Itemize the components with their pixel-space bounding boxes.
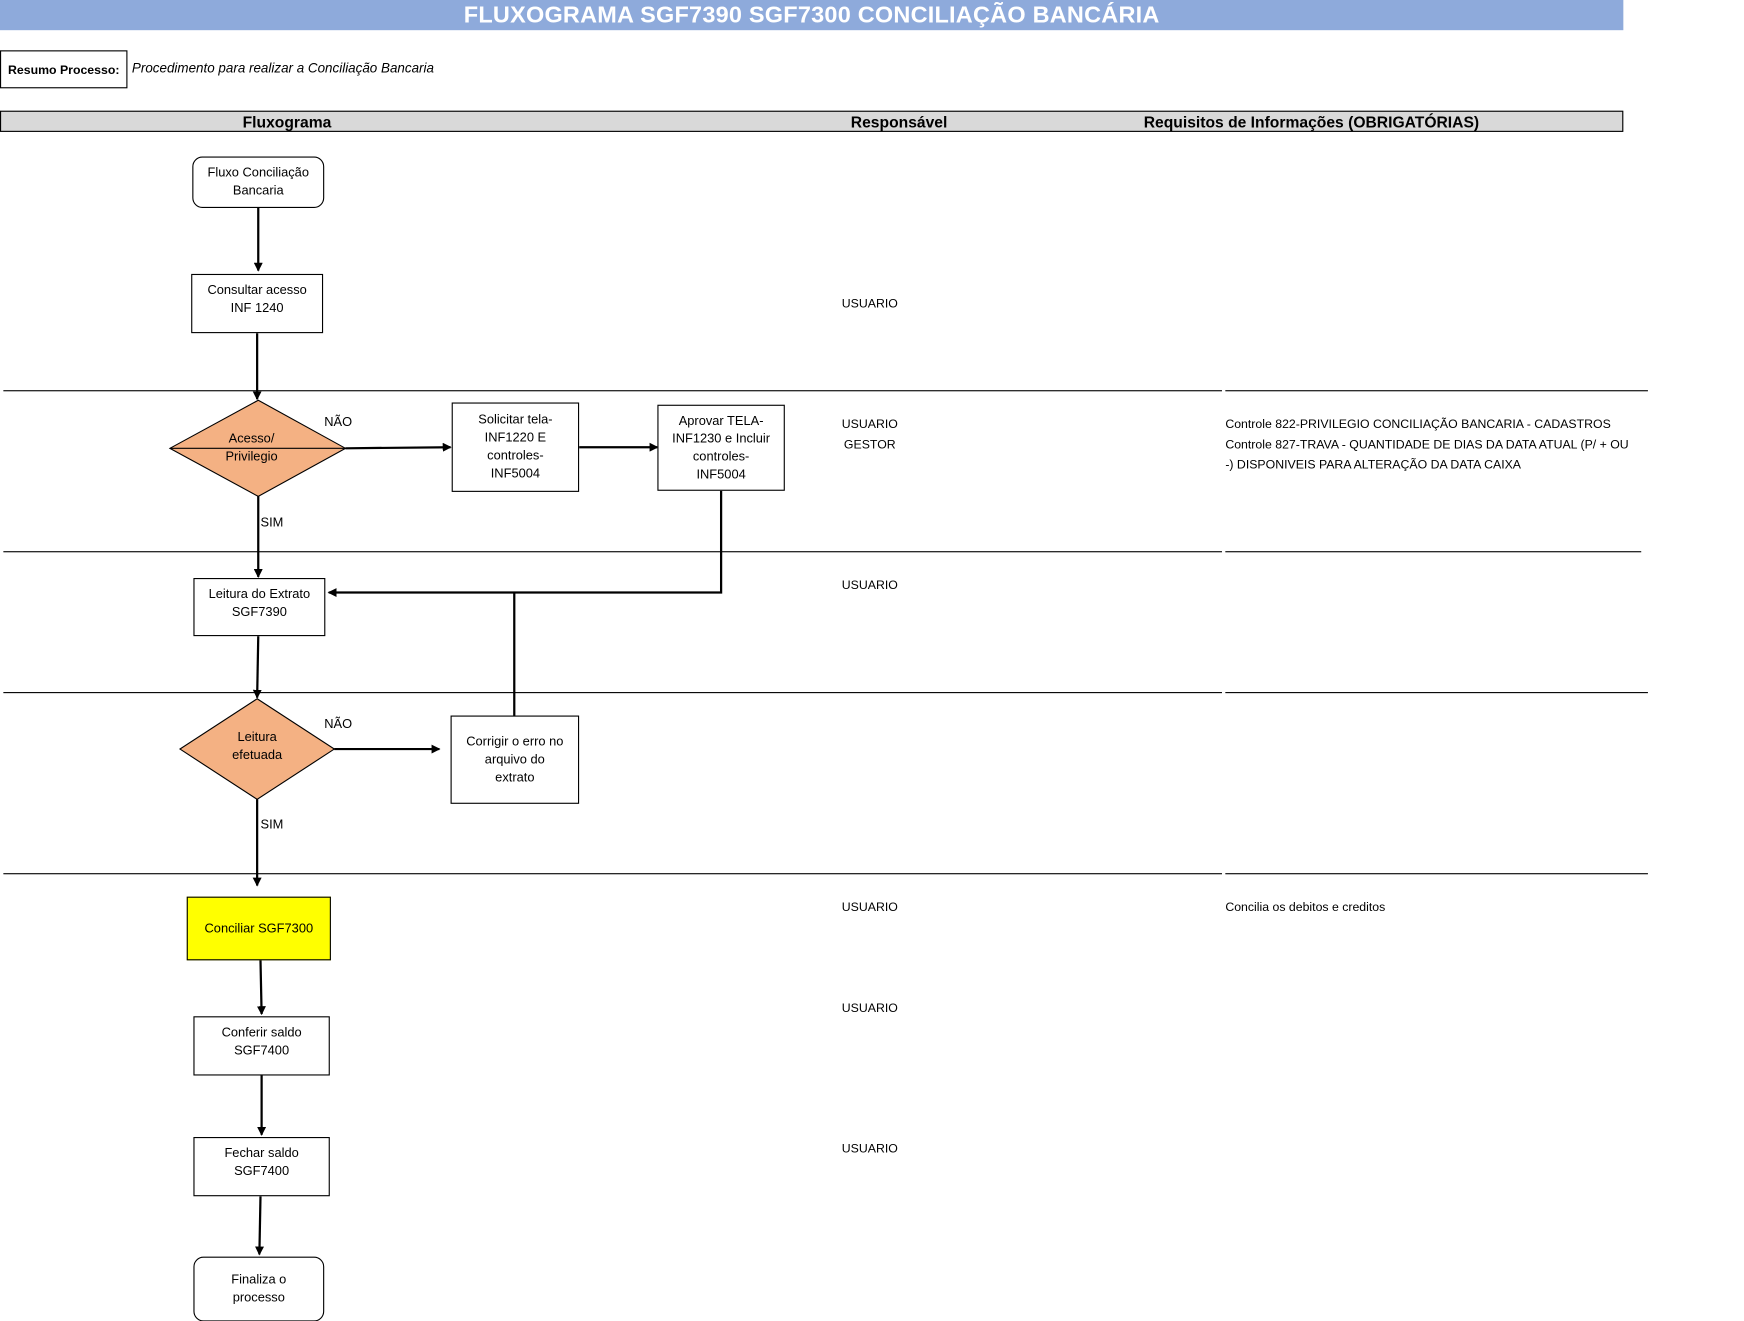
requisito-acesso: Controle 822-PRIVILEGIO CONCILIAÇÃO BANC…	[1225, 418, 1629, 472]
arrow-fechar-to-end	[255, 1196, 264, 1256]
requisito-conciliar: Concilia os debitos e creditos	[1225, 901, 1386, 915]
resumo-label: Resumo Processo:	[0, 50, 128, 89]
node-consultar-acesso: Consultar acesso INF 1240	[191, 273, 324, 334]
decision-acesso-label: Acesso/ Privilegio	[225, 432, 278, 464]
responsavel-leitura: USUARIO	[841, 579, 898, 593]
lane-divider	[3, 692, 1222, 694]
arrow-conciliar-to-conferir	[256, 960, 266, 1016]
column-header-fluxograma: Fluxograma	[242, 112, 332, 131]
node-end: Finaliza o processo	[193, 1256, 325, 1321]
lane-divider	[1225, 873, 1648, 875]
page-title: FLUXOGRAMA SGF7390 SGF7300 CONCILIAÇÃO B…	[0, 0, 1624, 31]
node-solicitar-tela: Solicitar tela- INF1220 E controles- INF…	[451, 402, 580, 492]
column-header-row: Fluxograma Responsável Requisitos de Inf…	[0, 110, 1624, 132]
lane-divider	[1225, 390, 1648, 392]
lane-divider	[3, 873, 1222, 875]
arrow-leitura-to-decision	[252, 636, 262, 699]
lane-divider	[1225, 692, 1648, 694]
node-leitura-extrato: Leitura do Extrato SGF7390	[193, 578, 326, 637]
arrow-decision-nao-to-solicitar	[345, 442, 452, 452]
lane-divider	[3, 390, 1222, 392]
edge-label-sim: SIM	[260, 818, 284, 832]
decision-leitura-diamond	[178, 698, 336, 801]
lane-divider	[1225, 551, 1642, 553]
responsavel-acesso: USUARIO GESTOR	[841, 418, 898, 452]
node-conciliar: Conciliar SGF7300	[186, 896, 331, 961]
lane-divider	[3, 551, 1222, 553]
responsavel-fechar: USUARIO	[841, 1142, 898, 1157]
arrow-aprovar-to-leitura	[327, 490, 723, 598]
edge-label-sim: SIM	[260, 516, 284, 530]
resumo-text: Procedimento para realizar a Conciliação…	[131, 60, 434, 77]
responsavel-consultar: USUARIO	[841, 297, 898, 311]
edge-label-nao: NÃO	[324, 717, 353, 732]
node-corrigir-erro: Corrigir o erro no arquivo do extrato	[450, 715, 580, 804]
node-start: Fluxo Conciliação Bancaria	[192, 156, 325, 208]
node-fechar-saldo: Fechar saldo SGF7400	[193, 1137, 330, 1197]
column-header-responsavel: Responsável	[850, 112, 948, 131]
column-header-requisitos: Requisitos de Informações (OBRIGATÓRIAS)	[1143, 112, 1480, 131]
node-conferir-saldo: Conferir saldo SGF7400	[193, 1016, 330, 1076]
responsavel-conciliar: USUARIO	[841, 901, 898, 915]
edge-label-nao: NÃO	[324, 415, 353, 430]
node-aprovar-tela: Aprovar TELA- INF1230 e Incluir controle…	[657, 404, 785, 491]
decision-leitura-label: Leitura efetuada	[232, 731, 283, 763]
responsavel-conferir: USUARIO	[841, 1001, 898, 1016]
